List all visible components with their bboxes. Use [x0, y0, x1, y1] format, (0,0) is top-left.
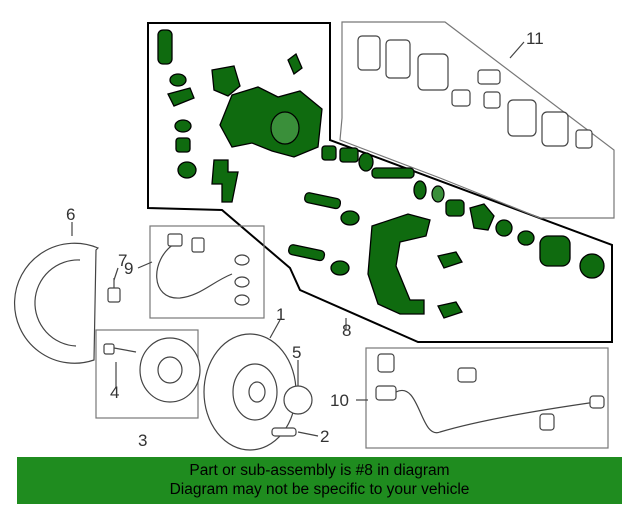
pin-boot-upper: [340, 210, 360, 226]
caliper-assembly-parts[interactable]: [157, 29, 605, 319]
callout-8: 8: [342, 321, 351, 340]
boot: [174, 119, 192, 133]
hub-assembly[interactable]: [103, 337, 201, 403]
piston-seal: [579, 253, 605, 279]
brake-pad-set-outline: [339, 21, 615, 219]
washer: [177, 161, 197, 179]
pad-shim-1: [357, 35, 381, 71]
piston: [539, 235, 571, 267]
pad-wear-indicator: [477, 69, 501, 85]
callout-4: 4: [110, 383, 119, 402]
callout-2: 2: [320, 427, 329, 446]
parking-lever: [211, 65, 241, 97]
info-banner: Part or sub-assembly is #8 in diagram Di…: [17, 457, 622, 504]
banner-line-2: Diagram may not be specific to your vehi…: [169, 481, 470, 498]
abs-sensor-box: [365, 347, 609, 449]
adjuster-nut: [469, 203, 495, 231]
clip: [495, 219, 513, 237]
shield-bolt[interactable]: [107, 287, 121, 303]
pad-clip-a: [451, 89, 471, 107]
pad-shim-2: [575, 129, 593, 149]
callout-1: 1: [276, 305, 285, 324]
brake-rotor[interactable]: [203, 333, 297, 451]
caliper-piston-bore: [270, 111, 300, 145]
pad-clip-lower: [437, 301, 463, 319]
abs-sensor[interactable]: [375, 353, 605, 434]
pin-boot-lower: [330, 260, 350, 276]
cup: [445, 199, 465, 217]
retaining-ring: [431, 185, 445, 203]
pad-1: [385, 39, 411, 79]
hub-nut[interactable]: [283, 385, 313, 415]
guide-pin-upper: [304, 192, 342, 210]
callout-10: 10: [330, 391, 349, 410]
banner-line-1: Part or sub-assembly is #8 in diagram: [189, 462, 450, 479]
bleeder-cap: [157, 29, 173, 65]
pad-clip-upper: [437, 251, 463, 269]
spring-clip: [211, 159, 239, 203]
brake-hose[interactable]: [156, 233, 250, 306]
callout-6: 6: [66, 205, 75, 224]
adjuster-spindle: [371, 167, 415, 179]
bushing: [175, 137, 191, 153]
spring-washer: [413, 180, 427, 200]
callout-5: 5: [292, 343, 301, 362]
seal-b: [339, 147, 359, 163]
callout-9: 9: [124, 259, 133, 278]
rotor-screw[interactable]: [271, 427, 297, 437]
brake-pads[interactable]: [357, 35, 593, 149]
guide-pin-lower: [288, 244, 326, 262]
pad-4: [541, 111, 569, 147]
pad-3: [507, 99, 537, 137]
caliper-assembly-outline: [147, 22, 613, 343]
callout-3: 3: [138, 431, 147, 450]
bleeder-screw: [287, 52, 303, 76]
dust-shield[interactable]: [14, 242, 100, 364]
callout-11: 11: [526, 29, 544, 48]
seal-a: [321, 145, 337, 161]
caliper-body: [219, 86, 323, 158]
pad-2: [417, 53, 449, 91]
brake-hose-box: [149, 225, 265, 319]
snap-ring: [517, 230, 535, 246]
o-ring: [169, 73, 187, 87]
pad-clip-b: [483, 91, 501, 109]
caliper-bracket: [367, 213, 431, 315]
bracket-clip: [167, 87, 195, 107]
callout-7: 7: [118, 251, 127, 270]
piston-ring: [358, 152, 374, 172]
